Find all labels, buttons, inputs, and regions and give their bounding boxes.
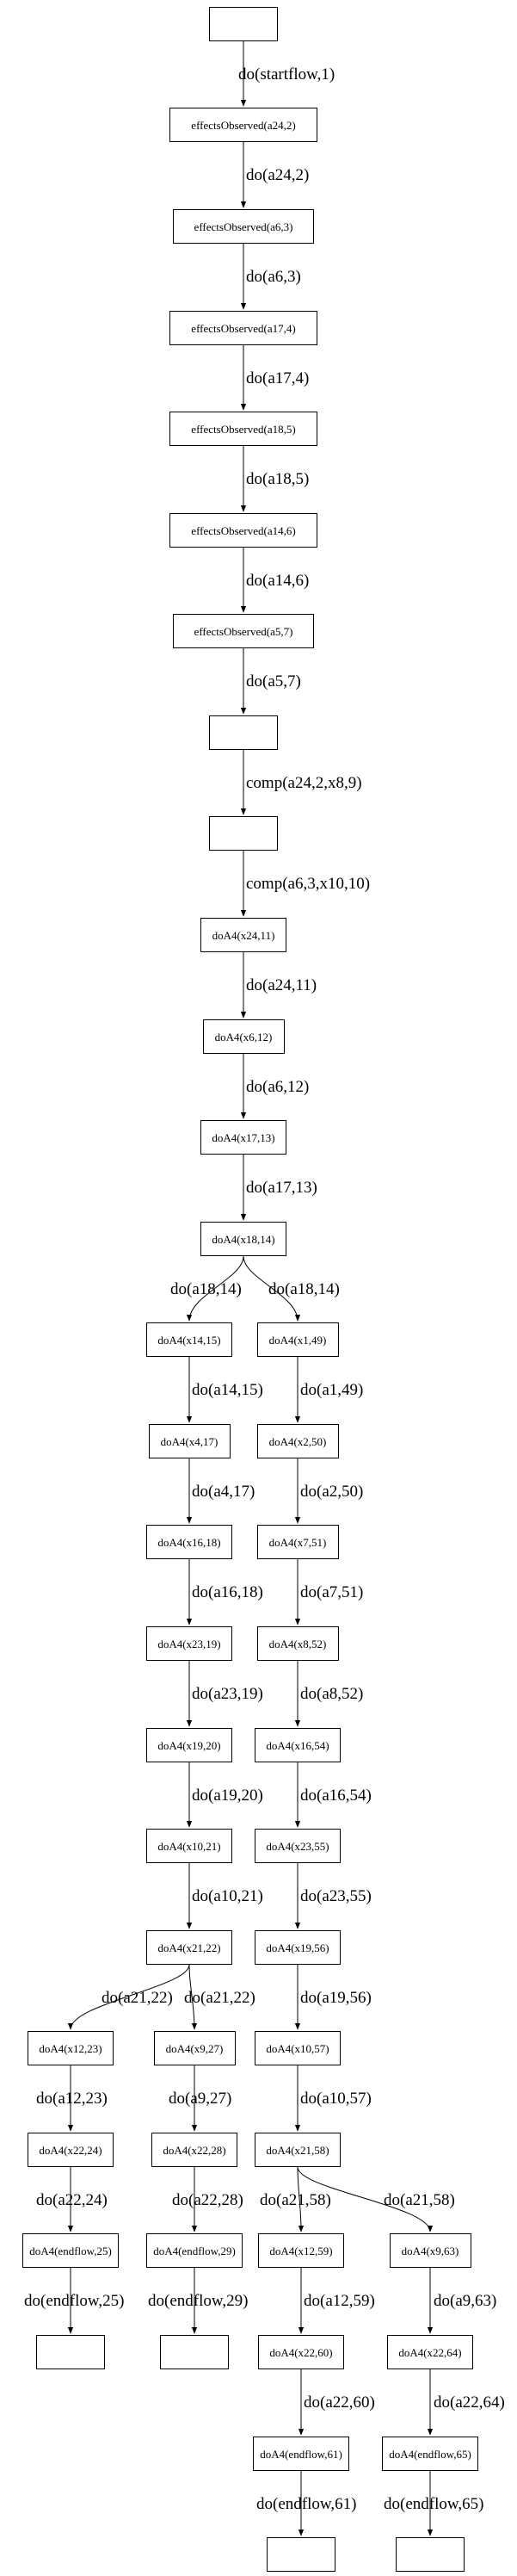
edge-label: do(endflow,65) [384, 2495, 484, 2513]
node-n11: doA4(x24,11) [200, 918, 286, 952]
edge-label: do(endflow,29) [148, 2292, 249, 2310]
node-n60: doA4(x22,60) [258, 2335, 344, 2369]
node-n19: doA4(x23,19) [146, 1626, 232, 1661]
edge-label: do(a6,3) [246, 268, 301, 286]
edge-label: do(endflow,25) [24, 2292, 125, 2310]
edge-n14-n49 [243, 1255, 301, 1322]
edge-label: do(a2,50) [300, 1483, 364, 1501]
edge-label: do(a24,11) [246, 976, 317, 994]
node-n24: doA4(x22,24) [28, 2133, 114, 2167]
edge-label: do(a22,28) [172, 2191, 243, 2209]
edge-label: do(a21,58) [260, 2191, 331, 2209]
node-eo7: effectsObserved(a5,7) [173, 614, 314, 648]
node-eo6: effectsObserved(a14,6) [169, 513, 317, 548]
edge-label: do(a16,54) [300, 1786, 372, 1805]
node-comp9 [209, 816, 278, 851]
edge-n22-n27 [188, 1964, 198, 2030]
node-n25: doA4(endflow,25) [22, 2233, 119, 2268]
edge-label: do(a14,6) [246, 572, 310, 590]
edge-label: do(a23,19) [192, 1685, 263, 1703]
node-n17: doA4(x4,17) [148, 1424, 231, 1458]
node-eo5: effectsObserved(a18,5) [169, 412, 317, 446]
node-end25 [36, 2335, 105, 2369]
node-n20: doA4(x19,20) [146, 1728, 232, 1762]
edge-label: do(a4,17) [192, 1483, 255, 1501]
node-n63: doA4(x9,63) [389, 2233, 471, 2268]
edge-label: do(a1,49) [300, 1381, 364, 1399]
node-n13: doA4(x17,13) [200, 1120, 286, 1155]
node-eo3: effectsObserved(a6,3) [173, 209, 314, 244]
edge-label: do(a21,58) [384, 2191, 455, 2209]
node-end65 [396, 2537, 465, 2572]
edge-label: do(a12,59) [304, 2292, 375, 2310]
edge-label: do(a9,27) [169, 2090, 232, 2108]
edge-label: do(a21,22) [102, 1989, 173, 2007]
edge-label: do(startflow,1) [238, 65, 335, 84]
edge-n14-n15 [186, 1255, 244, 1322]
node-n54: doA4(x16,54) [255, 1728, 341, 1762]
edge-label: do(a10,21) [192, 1887, 263, 1905]
node-n57: doA4(x10,57) [255, 2031, 341, 2065]
edge-label: do(a6,12) [246, 1078, 310, 1096]
edge-label: do(a17,13) [246, 1179, 317, 1197]
node-n12: doA4(x6,12) [202, 1019, 285, 1054]
node-end61 [267, 2537, 335, 2572]
edge-label: do(a21,22) [184, 1989, 255, 2007]
node-n65: doA4(endflow,65) [382, 2437, 478, 2471]
edge-label: do(a9,63) [434, 2292, 497, 2310]
edge-paths [67, 40, 434, 2536]
node-start [209, 7, 278, 41]
edge-label: do(a22,24) [36, 2191, 108, 2209]
edge-label: do(a19,56) [300, 1989, 372, 2007]
edge-label: do(a18,5) [246, 470, 310, 488]
node-n18: doA4(x16,18) [146, 1525, 232, 1559]
node-eo2: effectsObserved(a24,2) [169, 108, 317, 142]
edge-label: do(a18,14) [170, 1280, 242, 1298]
node-n61: doA4(endflow,61) [253, 2437, 349, 2471]
node-n59: doA4(x12,59) [258, 2233, 344, 2268]
node-comp8 [209, 715, 278, 750]
edge-label: do(a22,64) [434, 2393, 505, 2412]
edge-label: do(a10,57) [300, 2090, 372, 2108]
node-n58: doA4(x21,58) [255, 2133, 341, 2167]
edge-label: do(a12,23) [36, 2090, 108, 2108]
edge-label: comp(a24,2,x8,9) [246, 774, 362, 792]
edge-label: do(a7,51) [300, 1583, 364, 1601]
node-n55: doA4(x23,55) [255, 1829, 341, 1863]
node-n51: doA4(x7,51) [256, 1525, 339, 1559]
edge-label: do(a18,14) [268, 1280, 340, 1298]
edge-label: do(a23,55) [300, 1887, 372, 1905]
node-n52: doA4(x8,52) [256, 1626, 339, 1661]
edge-label: do(a17,4) [246, 369, 310, 387]
node-n14: doA4(x18,14) [200, 1222, 286, 1256]
node-eo4: effectsObserved(a17,4) [169, 311, 317, 345]
node-n15: doA4(x14,15) [146, 1322, 232, 1357]
node-n22: doA4(x21,22) [146, 1930, 232, 1965]
node-n50: doA4(x2,50) [256, 1424, 339, 1458]
node-n49: doA4(x1,49) [256, 1322, 339, 1357]
edge-n22-n23 [67, 1964, 190, 2030]
edge-label: do(a19,20) [192, 1786, 263, 1805]
edge-label: do(endflow,61) [256, 2495, 357, 2513]
node-n56: doA4(x19,56) [255, 1930, 341, 1965]
node-n29: doA4(endflow,29) [146, 2233, 243, 2268]
node-n64: doA4(x22,64) [387, 2335, 473, 2369]
edge-label: do(a5,7) [246, 672, 301, 690]
edge-n58-n63 [297, 2166, 434, 2232]
node-n21: doA4(x10,21) [146, 1829, 232, 1863]
edge-label: do(a16,18) [192, 1583, 263, 1601]
node-n23: doA4(x12,23) [28, 2031, 114, 2065]
edge-label: do(a14,15) [192, 1381, 263, 1399]
edge-label: do(a22,60) [304, 2393, 375, 2412]
edge-n58-n59 [297, 2166, 305, 2232]
edge-label: do(a24,2) [246, 166, 310, 184]
edge-label: comp(a6,3,x10,10) [246, 875, 371, 893]
node-n27: doA4(x9,27) [153, 2031, 236, 2065]
edge-label: do(a8,52) [300, 1685, 364, 1703]
node-n28: doA4(x22,28) [151, 2133, 237, 2167]
node-end29 [160, 2335, 229, 2369]
